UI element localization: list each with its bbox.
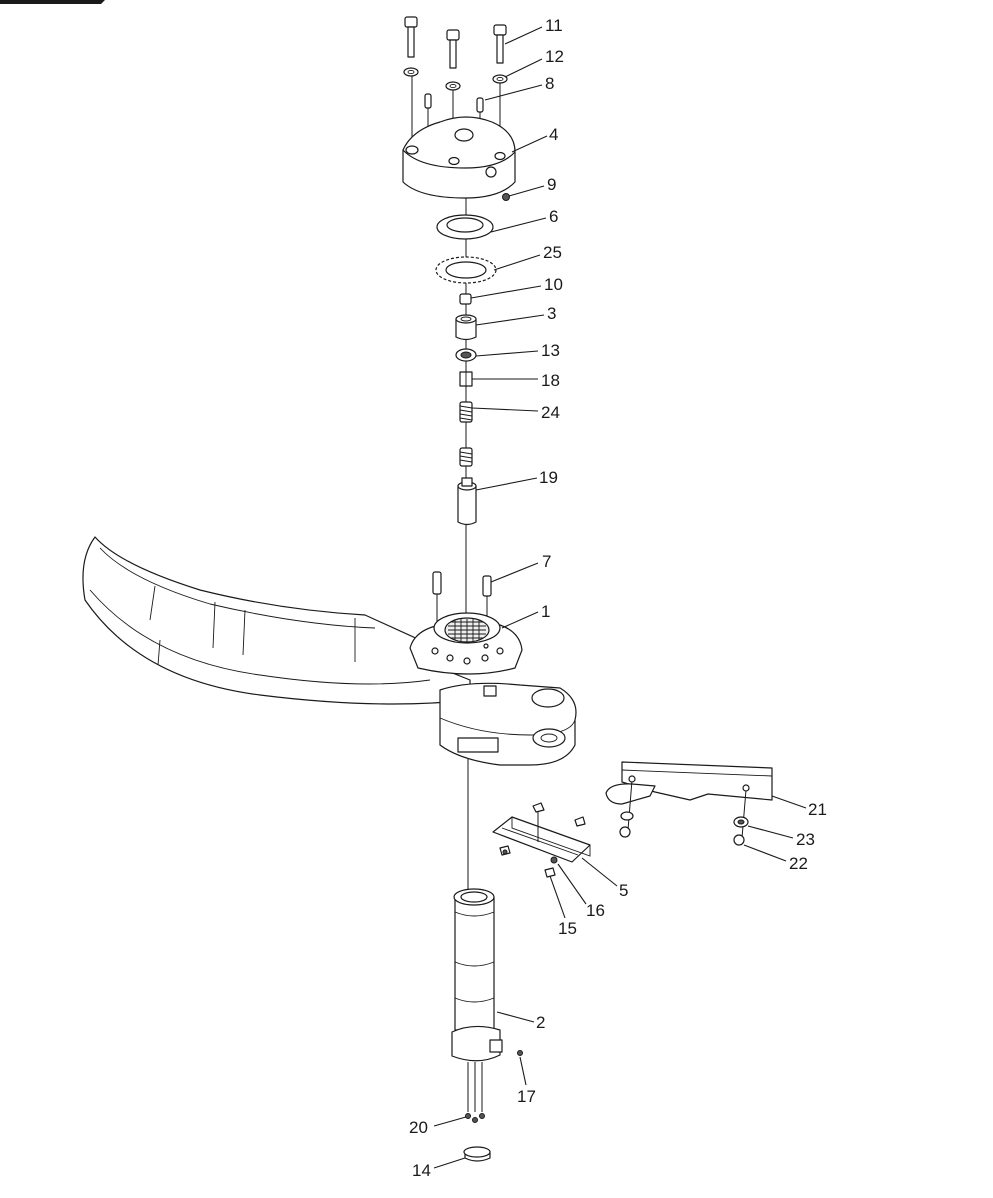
callout-25: 25 [543, 243, 562, 262]
toothed-ring-part-25 [435, 256, 497, 284]
curved-arm [82, 536, 471, 705]
callout-17: 17 [517, 1087, 536, 1106]
washers-part-12 [403, 67, 508, 91]
dowel-pins-part-7 [432, 571, 492, 597]
callout-6: 6 [549, 207, 558, 226]
springs-part-24 [459, 401, 473, 467]
callout-1: 1 [541, 602, 550, 621]
screws-part-20 [465, 1113, 485, 1123]
callout-18: 18 [541, 371, 560, 390]
callout-12: 12 [545, 47, 564, 66]
callout-8: 8 [545, 74, 554, 93]
callout-13: 13 [541, 341, 560, 360]
bushing-part-3 [455, 314, 477, 341]
cap-screws-part-11 [404, 16, 507, 69]
callout-23: 23 [796, 830, 815, 849]
cylinder-part-2 [451, 888, 503, 1112]
nut-part-10 [459, 293, 472, 305]
top-cap-housing-part-4 [402, 116, 516, 199]
bearing-race-part-6 [436, 214, 494, 240]
bracket-hardware [619, 811, 749, 846]
callout-2: 2 [536, 1013, 545, 1032]
hex-nut-part-18 [459, 371, 473, 387]
callout-5: 5 [619, 881, 628, 900]
callout-15: 15 [558, 919, 577, 938]
callout-10: 10 [544, 275, 563, 294]
callout-24: 24 [541, 403, 560, 422]
callout-14: 14 [412, 1161, 431, 1180]
pin-part-17 [517, 1050, 523, 1056]
callout-16: 16 [586, 901, 605, 920]
callout-22: 22 [789, 854, 808, 873]
guide-rail-part-5 [492, 802, 591, 878]
callout-11: 11 [545, 16, 563, 35]
callout-3: 3 [547, 304, 556, 323]
hub-part-1 [409, 612, 577, 766]
leader-lines [433, 26, 807, 1169]
seal-part-13 [455, 348, 477, 362]
bracket-part-21 [605, 761, 773, 839]
callout-labels: 11 12 8 4 9 6 25 10 3 13 18 24 19 7 1 21… [409, 16, 827, 1180]
plunger-part-19 [457, 477, 477, 526]
callout-19: 19 [539, 468, 558, 487]
foot-pad-part-14 [463, 1146, 491, 1162]
set-screw-part-9 [502, 193, 510, 201]
callout-7: 7 [542, 552, 551, 571]
callout-9: 9 [547, 175, 556, 194]
callout-20: 20 [409, 1118, 428, 1137]
corner-tab [0, 0, 105, 4]
dowel-pins-part-8 [424, 93, 484, 113]
callout-4: 4 [549, 125, 558, 144]
callout-21: 21 [808, 800, 827, 819]
